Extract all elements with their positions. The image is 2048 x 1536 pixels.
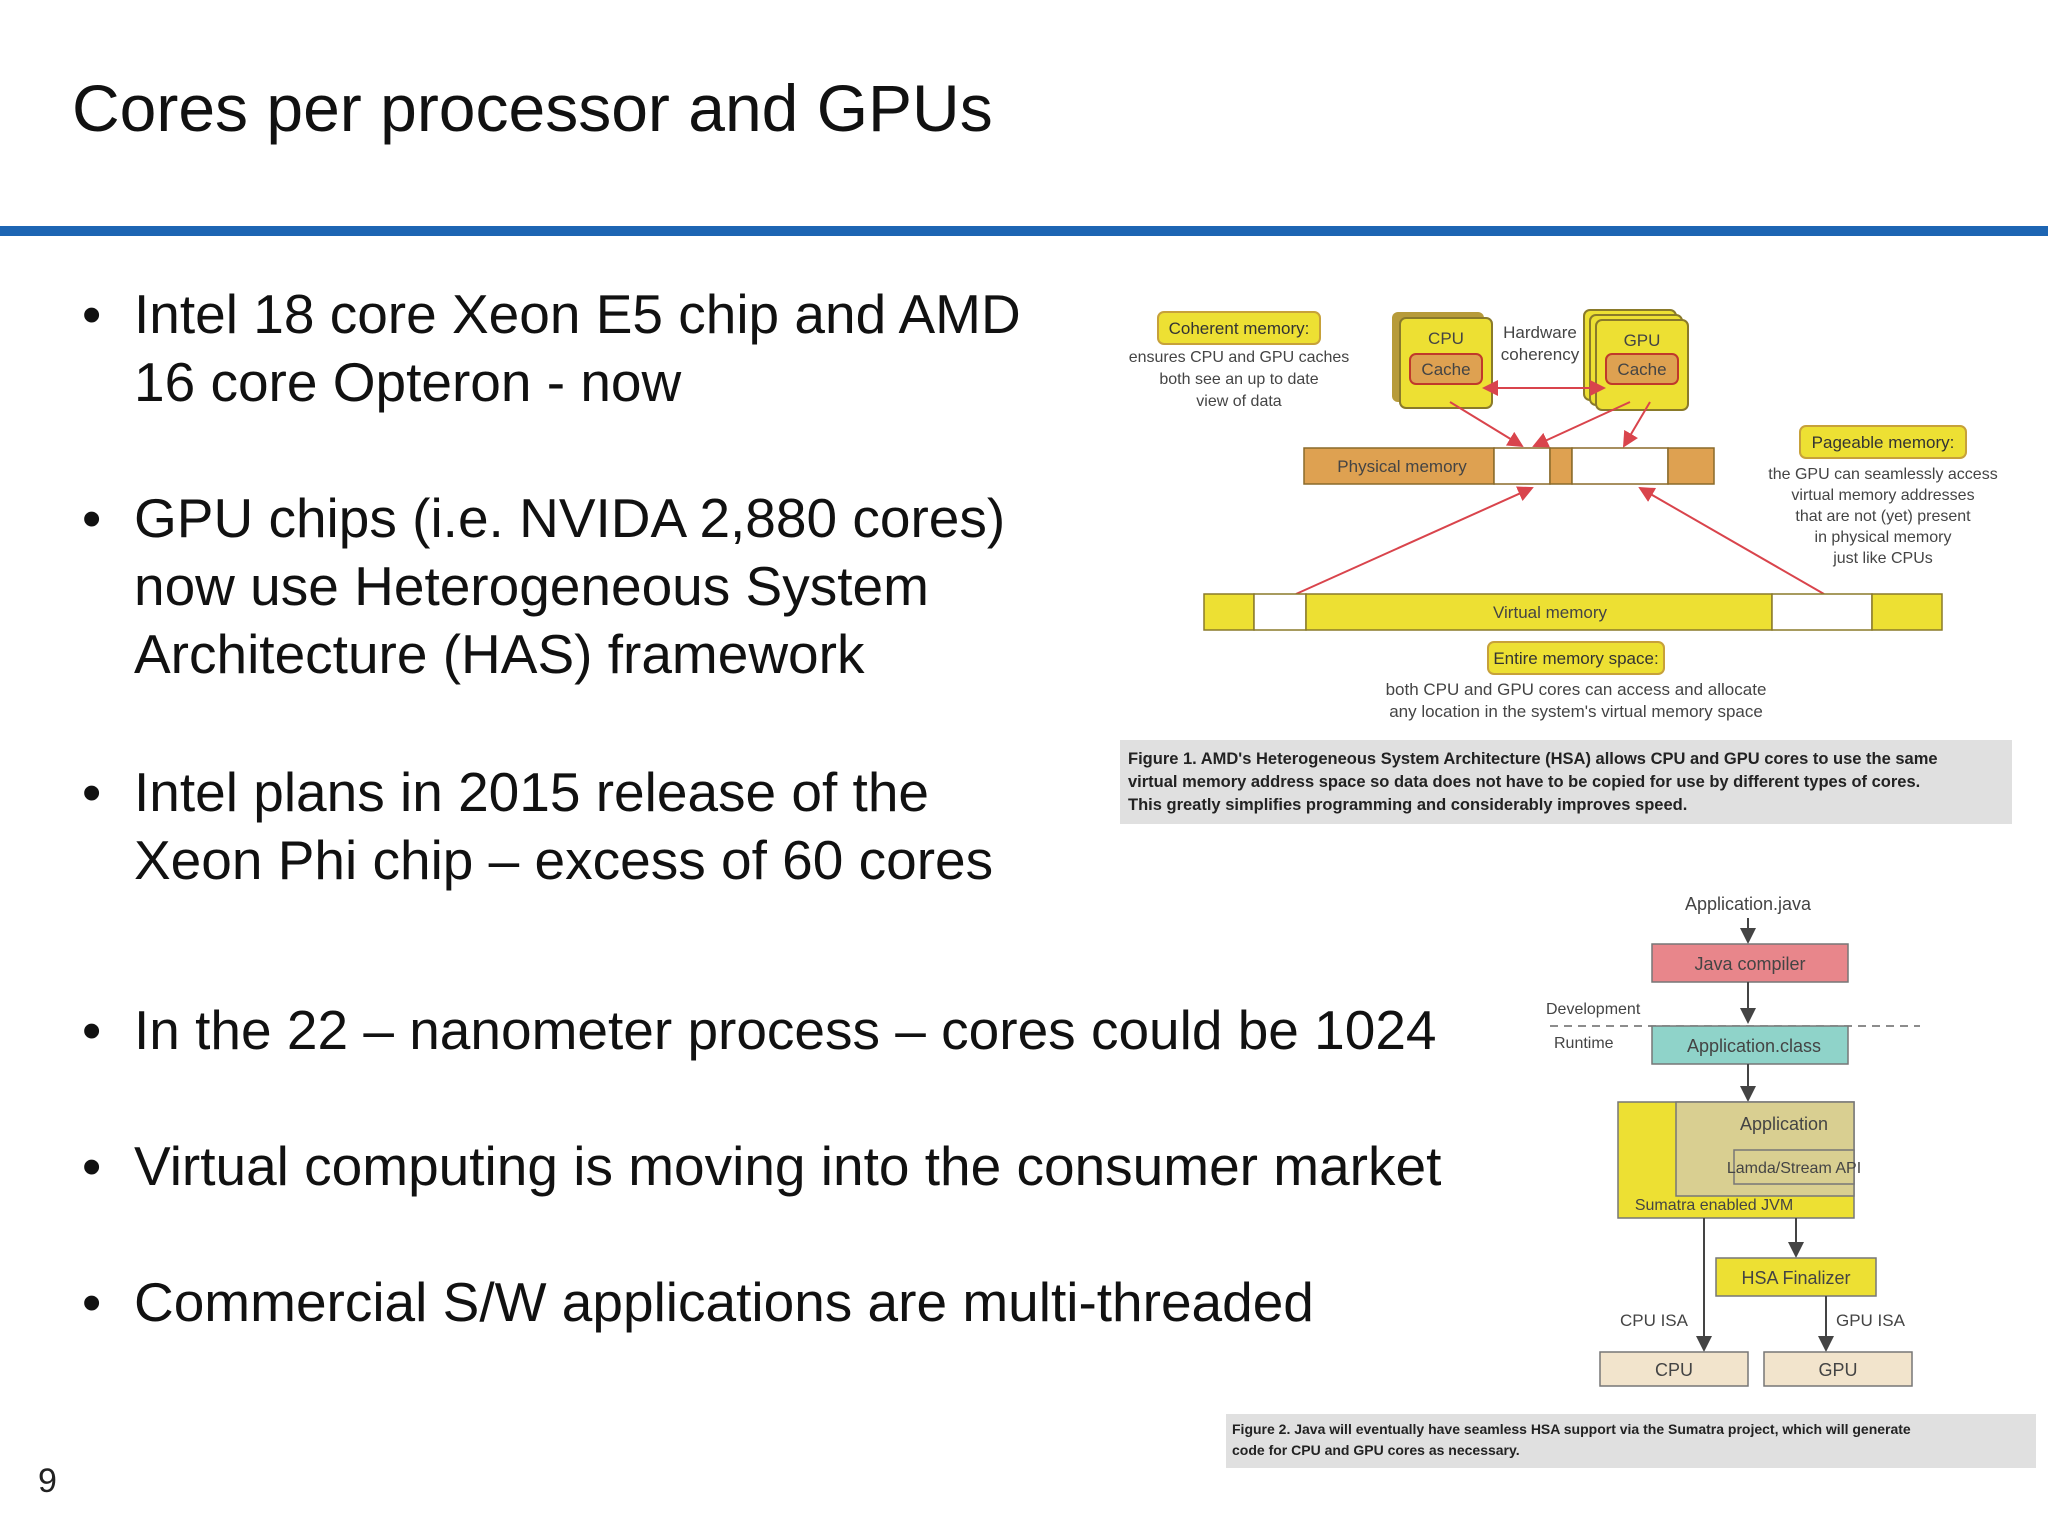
coherent-memory-label-box — [1157, 311, 1321, 345]
cpu-target-label: CPU — [1655, 1360, 1693, 1380]
bullet-dot: • — [82, 1135, 102, 1197]
bullet-dot: • — [82, 761, 102, 823]
sumatra-jvm-label: Sumatra enabled JVM — [1635, 1197, 1793, 1214]
java-compiler-label: Java compiler — [1694, 954, 1805, 974]
hsa-finalizer-label: HSA Finalizer — [1741, 1268, 1850, 1288]
bullet-item: • Commercial S/W applications are multi-… — [82, 1268, 1314, 1336]
cpu-cache-label: Cache — [1421, 360, 1470, 379]
entire-memory-desc: any location in the system's virtual mem… — [1389, 702, 1763, 721]
bullet-line: Intel 18 core Xeon E5 chip and AMD — [134, 283, 1021, 345]
physical-memory-segment — [1667, 447, 1715, 485]
runtime-label: Runtime — [1554, 1035, 1614, 1052]
gpu-label: GPU — [1624, 331, 1661, 350]
virtual-memory-label: Virtual memory — [1493, 603, 1607, 622]
bullet-dot: • — [82, 999, 102, 1061]
entire-memory-desc: both CPU and GPU cores can access and al… — [1386, 680, 1767, 699]
lambda-api-label: Lamda/Stream API — [1727, 1160, 1861, 1177]
figure2-caption: Figure 2. Java will eventually have seam… — [1226, 1414, 2036, 1468]
bullet-line: 16 core Opteron - now — [134, 351, 682, 413]
app-class-box — [1651, 1025, 1849, 1065]
coherent-memory-desc: view of data — [1196, 393, 1281, 410]
pageable-memory-desc: in physical memory — [1815, 529, 1952, 546]
page-number: 9 — [38, 1462, 57, 1500]
app-class-label: Application.class — [1687, 1036, 1821, 1056]
figure1-caption: Figure 1. AMD's Heterogeneous System Arc… — [1120, 740, 2012, 824]
pageable-memory-label-box — [1799, 425, 1967, 459]
bullet-item: • In the 22 – nanometer process – cores … — [82, 996, 1437, 1064]
virtual-physical-arrow — [1295, 486, 1534, 595]
slide-title: Cores per processor and GPUs — [72, 71, 993, 145]
cpu-target-box — [1599, 1351, 1749, 1387]
physical-memory-free — [1493, 447, 1551, 485]
app-java-label: Application.java — [1685, 894, 1812, 914]
coherent-memory-desc: both see an up to date — [1159, 371, 1318, 388]
entire-memory-label: Entire memory space: — [1493, 649, 1658, 668]
virtual-physical-arrow — [1638, 487, 1825, 595]
figure2-caption-line: Figure 2. Java will eventually have seam… — [1232, 1421, 1911, 1437]
cpu-isa-label: CPU ISA — [1620, 1311, 1689, 1330]
bullet-line: Architecture (HAS) framework — [134, 623, 865, 685]
figure2-caption-line: code for CPU and GPU cores as necessary. — [1232, 1442, 1520, 1458]
bullet-line: Virtual computing is moving into the con… — [134, 1135, 1442, 1197]
coherent-memory-desc: ensures CPU and GPU caches — [1129, 349, 1350, 366]
pageable-memory-desc: the GPU can seamlessly access — [1768, 466, 1997, 483]
pageable-memory-desc: that are not (yet) present — [1795, 508, 1971, 525]
figure-java-sumatra: Application.java Java compiler Developme… — [1540, 880, 2000, 1400]
bullet-line: Xeon Phi chip – excess of 60 cores — [134, 829, 994, 891]
bullet-line: now use Heterogeneous System — [134, 555, 929, 617]
virtual-memory-free — [1253, 593, 1307, 631]
figure-hsa-memory: Coherent memory: ensures CPU and GPU cac… — [1110, 290, 2030, 830]
cache-memory-arrow — [1622, 401, 1651, 448]
virtual-memory-free — [1771, 593, 1873, 631]
development-label: Development — [1546, 1001, 1641, 1018]
physical-memory-segment — [1549, 447, 1573, 485]
figure1-caption-line: Figure 1. AMD's Heterogeneous System Arc… — [1128, 750, 1938, 768]
lambda-api-box — [1733, 1149, 1855, 1185]
coherent-memory-label: Coherent memory: — [1169, 319, 1310, 338]
bullet-item: • Intel 18 core Xeon E5 chip and AMD 16 … — [82, 280, 1021, 416]
gpu-target-box — [1763, 1351, 1913, 1387]
bullet-line: Commercial S/W applications are multi-th… — [134, 1271, 1314, 1333]
bullet-dot: • — [82, 1271, 102, 1333]
hw-coherency-label: coherency — [1501, 345, 1580, 364]
hsa-memory-diagram: Coherent memory: ensures CPU and GPU cac… — [1129, 309, 1998, 721]
bullet-dot: • — [82, 487, 102, 549]
physical-memory-free — [1571, 447, 1669, 485]
java-sumatra-diagram: Application.java Java compiler Developme… — [1546, 894, 1920, 1387]
bullet-item: • Virtual computing is moving into the c… — [82, 1132, 1441, 1200]
java-compiler-box — [1651, 943, 1849, 983]
cpu-label: CPU — [1428, 329, 1464, 348]
cache-memory-arrow — [1532, 401, 1631, 448]
hw-coherency-label: Hardware — [1503, 323, 1577, 342]
bullet-line: Intel plans in 2015 release of the — [134, 761, 930, 823]
bullet-item: • Intel plans in 2015 release of the Xeo… — [82, 758, 993, 894]
cpu-cache — [1409, 353, 1483, 385]
gpu-cache-label: Cache — [1617, 360, 1666, 379]
bullet-line: GPU chips (i.e. NVIDA 2,880 cores) — [134, 487, 1006, 549]
figure1-caption-line: This greatly simplifies programming and … — [1128, 796, 1688, 814]
physical-memory-label: Physical memory — [1337, 457, 1467, 476]
hsa-finalizer-box — [1715, 1257, 1877, 1297]
application-label: Application — [1740, 1114, 1828, 1134]
physical-memory-segment — [1303, 447, 1495, 485]
gpu-target-label: GPU — [1818, 1360, 1857, 1380]
virtual-memory-segment — [1305, 593, 1773, 631]
virtual-memory-segment — [1871, 593, 1943, 631]
gpu-cache — [1605, 353, 1679, 385]
figure1-caption-line: virtual memory address space so data doe… — [1128, 773, 1921, 791]
bullet-dot: • — [82, 283, 102, 345]
bullet-item: • GPU chips (i.e. NVIDA 2,880 cores) now… — [82, 484, 1005, 688]
pageable-memory-label: Pageable memory: — [1812, 433, 1955, 452]
bullet-line: In the 22 – nanometer process – cores co… — [134, 999, 1437, 1061]
title-rule — [0, 226, 2048, 236]
pageable-memory-desc: virtual memory addresses — [1791, 487, 1974, 504]
gpu-isa-label: GPU ISA — [1836, 1311, 1906, 1330]
cache-memory-arrow — [1449, 401, 1524, 448]
virtual-memory-segment — [1203, 593, 1255, 631]
entire-memory-label-box — [1487, 641, 1665, 675]
pageable-memory-desc: just like CPUs — [1832, 550, 1933, 567]
